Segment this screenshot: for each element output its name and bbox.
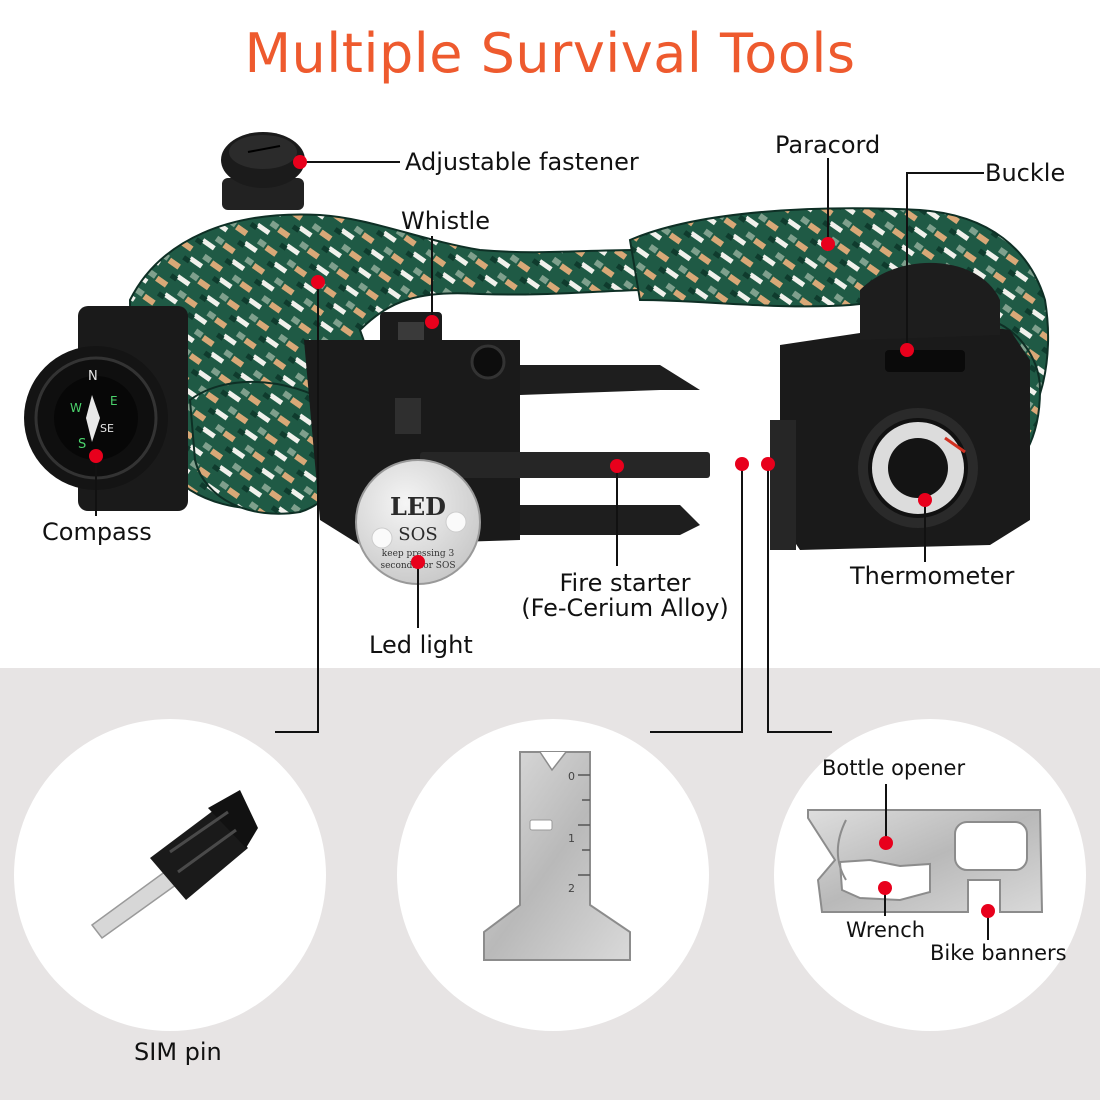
- label-paracord: Paracord: [775, 131, 881, 159]
- adjustable-fastener-part: [221, 132, 305, 210]
- led-badge-sos: SOS: [398, 524, 437, 545]
- page-title: Multiple Survival Tools: [244, 22, 856, 85]
- ruler-tool-graphic: 0 1 2: [483, 751, 631, 961]
- label-adjustable-fastener: Adjustable fastener: [405, 148, 639, 176]
- marker-dot-whistle: [425, 315, 439, 329]
- label-wrench: Wrench: [846, 918, 926, 942]
- marker-dot-fastener: [293, 155, 307, 169]
- compass-mark-e: E: [110, 394, 118, 408]
- marker-dot-multitool: [761, 457, 775, 471]
- compass-mark-se: SE: [100, 422, 114, 435]
- label-thermometer: Thermometer: [850, 562, 1015, 590]
- multitool-graphic: [807, 809, 1044, 913]
- led-badge-title: LED: [390, 492, 446, 521]
- label-bike-banners: Bike banners: [930, 941, 1067, 965]
- marker-dot-fire-starter: [610, 459, 624, 473]
- marker-dot-compass: [89, 449, 103, 463]
- marker-dot-bottle-opener: [879, 836, 893, 850]
- ruler-mark-0: 0: [568, 770, 575, 783]
- label-led-light: Led light: [369, 631, 473, 659]
- marker-dots: [89, 155, 995, 918]
- compass-mark-w: W: [70, 401, 82, 415]
- led-badge-hint-1: keep pressing 3: [382, 549, 455, 559]
- marker-dot-paracord: [821, 237, 835, 251]
- marker-dot-thermometer: [918, 493, 932, 507]
- label-sim-pin: SIM pin: [134, 1038, 222, 1066]
- buckle-thermometer-part: [770, 262, 1030, 550]
- label-whistle: Whistle: [401, 207, 490, 235]
- ruler-mark-1: 1: [568, 832, 575, 845]
- label-fire-starter-alloy: (Fe-Cerium Alloy): [521, 594, 729, 622]
- label-buckle: Buckle: [985, 159, 1066, 187]
- marker-dot-bike-banners: [981, 904, 995, 918]
- marker-dot-sim-pin: [311, 275, 325, 289]
- marker-dot-led: [411, 555, 425, 569]
- sim-pin-graphic: [90, 790, 258, 940]
- marker-dot-wrench: [878, 881, 892, 895]
- ruler-mark-2: 2: [568, 882, 575, 895]
- compass-mark-s: S: [78, 437, 86, 452]
- marker-dot-ruler-tool: [735, 457, 749, 471]
- compass-mark-n: N: [88, 369, 98, 384]
- label-compass: Compass: [42, 518, 152, 546]
- marker-dot-buckle: [900, 343, 914, 357]
- label-bottle-opener: Bottle opener: [822, 756, 966, 780]
- label-fire-starter: Fire starter: [559, 569, 691, 597]
- compass-part: N E SE S W: [24, 306, 188, 511]
